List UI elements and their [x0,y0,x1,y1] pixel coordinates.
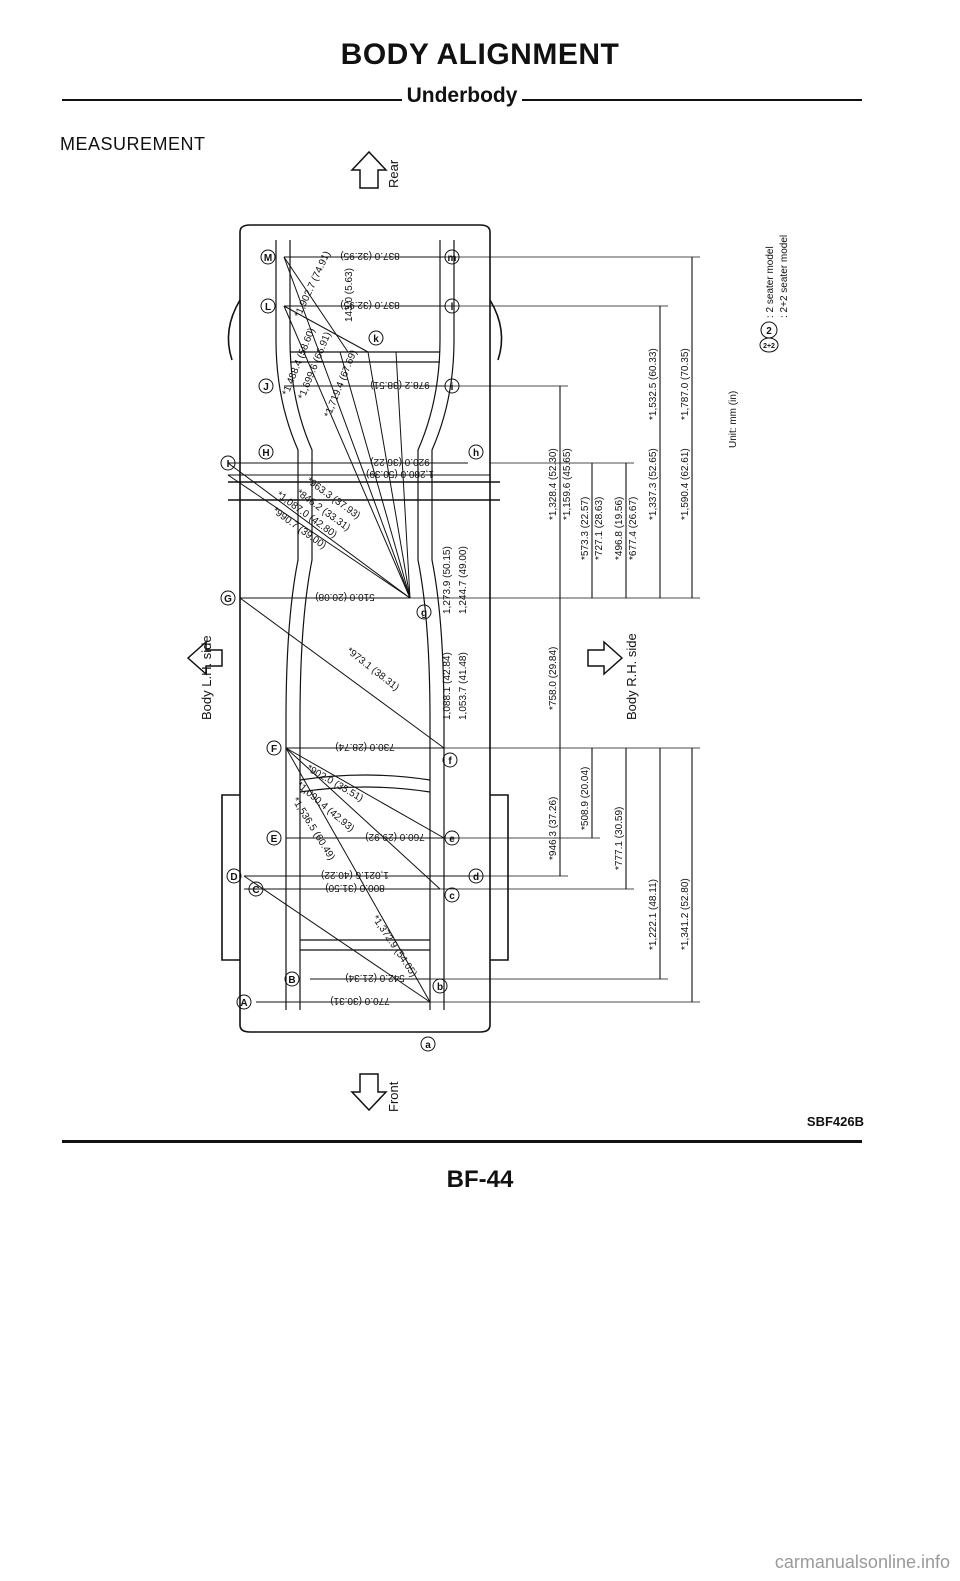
rear-label: Rear [386,159,401,188]
legend-2-2-seater: : 2+2 seater model [779,235,790,318]
width-a-a: 770.0 (30.31) [330,995,390,1006]
point-m-label: M [264,253,272,264]
point-h-rh-label: h [473,448,479,459]
length-7: *1,337.3 (52.65) [648,448,659,520]
frame-members [275,240,455,1010]
point-i-rh-label: i [451,382,454,393]
front-arrow-icon [350,1073,388,1112]
point-b-rh-label: b [437,982,443,993]
legend-badge-2-2: 2+2 [763,343,775,350]
width-d-d: 1,021.6 (40.22) [321,869,389,880]
subtitle-rule-right [522,99,862,101]
point-c-rh-label: c [449,891,455,902]
length-16: *1,341.2 (52.80) [680,878,691,950]
point-i-label: I [227,459,230,470]
lh-arrow-icon [186,640,223,676]
unit-label: Unit: mm (in) [728,391,739,448]
width-m-m: 837.0 (32.95) [340,250,400,261]
length-11: *758.0 (29.84) [548,647,559,710]
rh-point-markers: m l k i h g f e d c b a [368,249,484,1052]
rear-arrow-icon [350,150,388,189]
point-a-rh-label: a [425,1040,431,1051]
centre-value-2: 1,273.9 (50.15) [442,546,453,614]
length-12: *946.3 (37.26) [548,797,559,860]
point-b-label: B [288,975,295,986]
length-15: *1,222.1 (48.11) [648,879,659,950]
width-j-i: 978.2 (38.51) [370,379,430,390]
point-f-label: F [271,744,277,755]
figure-code: SBF426B [806,1114,864,1129]
point-m-rh-label: m [448,253,457,264]
length-14: *777.1 (30.59) [614,807,625,870]
rh-arrow-icon [587,640,624,676]
subtitle-rule-left [62,99,402,101]
diagonal-lines [227,256,445,1003]
length-13: *508.9 (20.04) [580,767,591,830]
centre-value-3: 1,053.7 (41.48) [458,652,469,720]
page-number: BF-44 [446,1166,514,1193]
point-k-rh-label: k [373,334,379,345]
length-5: *496.8 (19.56) [614,497,625,560]
legend: Unit: mm (in) 2 : 2 seater model 2+2 : 2… [728,235,790,448]
point-f-rh-label: f [448,756,452,767]
centre-value-4: 1,244.7 (49.00) [458,546,469,614]
point-a-label: A [240,998,247,1009]
point-e-rh-label: e [449,834,455,845]
point-c-label: C [252,885,259,896]
point-e-label: E [271,834,278,845]
front-label: Front [386,1081,401,1112]
diag-m-k: *1,902.7 (74.91) [293,250,333,320]
length-3: *573.3 (22.57) [580,497,591,560]
point-l-label: L [265,302,271,313]
length-4: *727.1 (28.63) [594,497,605,560]
width-i-i: 1,280.0 (50.39) [366,468,434,479]
centre-values: 1,088.1 (42.84) 1,273.9 (50.15) 1,053.7 … [442,546,469,720]
page-subtitle: Underbody [406,84,518,107]
length-1: *1,328.4 (52.30) [548,448,559,520]
point-d-label: D [230,872,237,883]
length-10: *1,787.0 (70.35) [680,348,691,420]
width-l-l: 837.0 (32.95) [340,299,400,310]
length-2: *1,159.6 (45.65) [562,448,573,520]
point-h-label: H [262,448,269,459]
length-8: *1,532.5 (60.33) [648,348,659,420]
point-j-label: J [263,382,269,393]
point-l-rh-label: l [451,302,454,313]
length-dimension-lines [410,256,700,1003]
width-labels: 837.0 (32.95) 837.0 (32.95) 978.2 (38.51… [315,250,434,1006]
page-footer-rule [62,1140,862,1143]
lh-side-label: Body L.H. side [199,635,214,720]
width-g-g: 510.0 (20.08) [315,591,375,602]
centre-value-1: 1,088.1 (42.84) [442,652,453,720]
width-f-f: 730.0 (28.74) [335,741,395,752]
subtitle-row: Underbody [62,84,862,114]
width-dimension-lines [228,256,490,1003]
width-e-e: 760.0 (29.92) [365,831,425,842]
length-labels: *1,328.4 (52.30) *1,159.6 (45.65) *573.3… [548,348,691,950]
legend-badge-2: 2 [766,326,772,337]
page-title: BODY ALIGNMENT [340,38,620,71]
watermark: carmanualsonline.info [774,1552,950,1572]
diag-m-g: *1,719.4 (67.69) [323,349,360,420]
diag-d-a: *1,372.9 (54.05) [370,914,419,980]
point-d-rh-label: d [473,872,479,883]
length-6: *677.4 (26.67) [628,497,639,560]
length-9: *1,590.4 (62.61) [680,448,691,520]
body-outline [221,224,509,1033]
diag-k-k: 143.0 (5.63) [344,268,355,322]
width-b-b: 542.0 (21.34) [345,972,405,983]
lh-point-markers: M L J H I G F E D C B A [220,249,300,1010]
rh-side-label: Body R.H. side [624,633,639,720]
point-g-rh-label: g [421,608,427,619]
width-h-h: 920.0 (36.22) [370,456,430,467]
diag-g-f: *973.1 (38.31) [344,646,401,694]
width-c-c: 800.0 (31.50) [325,882,385,893]
legend-2-seater: : 2 seater model [765,246,776,318]
point-g-label: G [224,594,232,605]
section-heading: MEASUREMENT [60,134,206,154]
